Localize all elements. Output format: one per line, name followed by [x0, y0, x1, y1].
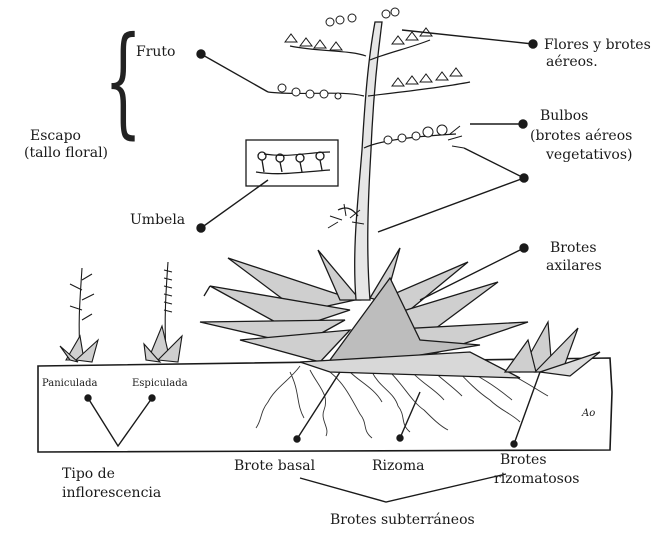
- label-tipo-1: Tipo de: [62, 466, 115, 483]
- label-brotes-aereos: (brotes aéreos: [530, 128, 632, 145]
- label-espiculada: Espiculada: [132, 378, 188, 390]
- label-umbela: Umbela: [130, 212, 185, 229]
- scape-brace: {: [104, 22, 142, 142]
- label-subterraneos: Brotes subterráneos: [330, 512, 475, 529]
- scape: [355, 22, 382, 300]
- label-brote-basal: Brote basal: [234, 458, 315, 475]
- label-escapo: Escapo: [30, 128, 81, 145]
- umbela-box: [246, 140, 338, 186]
- label-tipo-2: inflorescencia: [62, 485, 161, 502]
- label-aereos: aéreos.: [546, 54, 598, 71]
- label-bulbos: Bulbos: [540, 108, 588, 125]
- label-flores: Flores y brotes: [544, 37, 651, 54]
- label-fruto: Fruto: [136, 44, 175, 61]
- label-vegetativos: vegetativos): [546, 147, 633, 164]
- label-rizomatosos-1: Brotes: [500, 452, 547, 469]
- label-brotes-axilares-2: axilares: [546, 258, 602, 275]
- label-rizomatosos-2: rizomatosos: [494, 471, 579, 488]
- label-tallo-floral: (tallo floral): [24, 145, 108, 162]
- spiculate-plant: [144, 262, 182, 362]
- paniculate-plant: [60, 268, 98, 362]
- label-rizoma: Rizoma: [372, 458, 424, 475]
- signature: Ao: [582, 408, 595, 420]
- label-brotes-axilares-1: Brotes: [550, 240, 597, 257]
- label-paniculada: Paniculada: [42, 378, 97, 390]
